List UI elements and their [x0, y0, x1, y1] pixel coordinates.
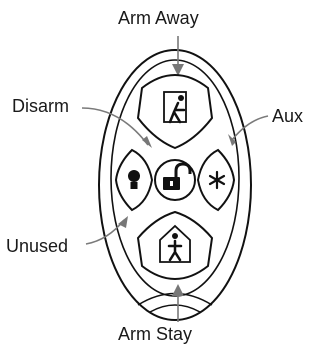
disarm-button[interactable] — [155, 160, 195, 200]
keyring-loop-inner — [150, 305, 200, 312]
arm-away-label: Arm Away — [118, 8, 199, 28]
arm-stay-button[interactable] — [138, 212, 212, 279]
aux-leader-line — [232, 116, 268, 140]
asterisk-icon — [210, 172, 224, 188]
unused-button[interactable] — [116, 150, 152, 210]
arm-stay-arrowhead — [172, 284, 184, 296]
person-in-house-icon — [160, 226, 190, 262]
arm-stay-label: Arm Stay — [118, 324, 192, 344]
light-bulb-icon — [128, 170, 140, 189]
unlocked-padlock-icon — [163, 164, 190, 190]
disarm-label: Disarm — [12, 96, 69, 116]
aux-label: Aux — [272, 106, 303, 126]
disarm-arrowhead — [142, 136, 152, 148]
unused-label: Unused — [6, 236, 68, 256]
aux-button[interactable] — [198, 150, 234, 210]
person-exiting-door-icon — [164, 92, 186, 122]
arm-away-button[interactable] — [138, 75, 212, 148]
